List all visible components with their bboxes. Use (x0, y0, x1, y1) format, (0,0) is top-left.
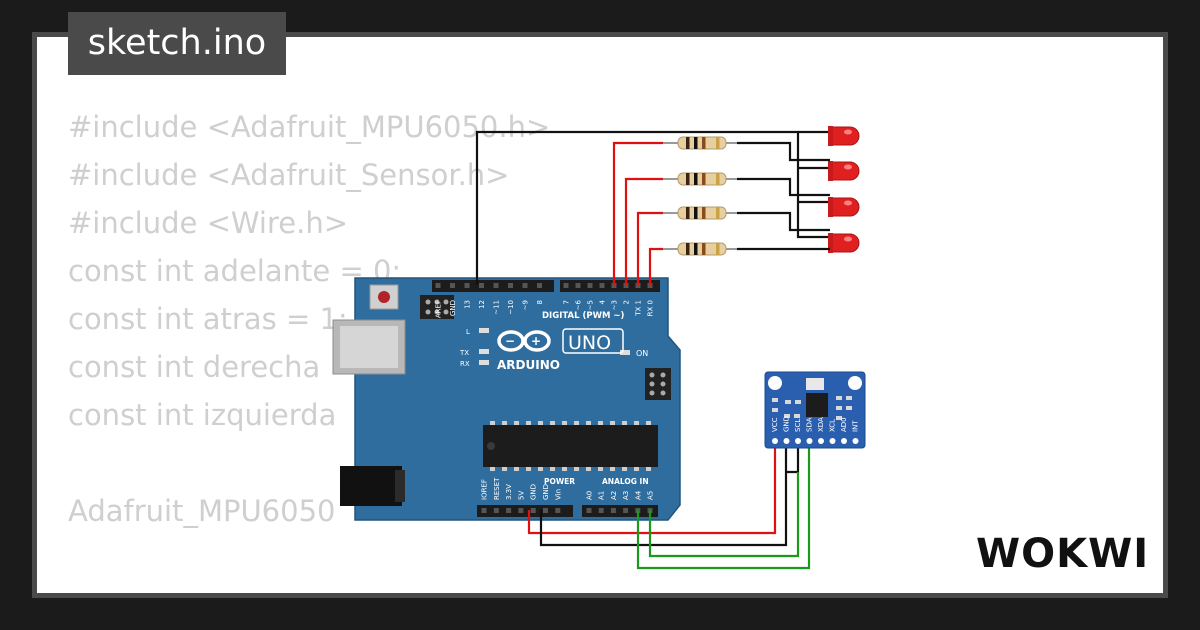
mpu-pin-label: AD0 (840, 417, 848, 432)
mpu-pin-label: XDA (817, 417, 825, 432)
digital-pin-labels: AREF GND 13 12 ~11 ~10 ~9 8 7 ~6 ~5 4 ~3 2 TX 1 RX 0 (435, 299, 655, 318)
wire-pin3 (624, 177, 663, 285)
l-label: L (466, 328, 470, 336)
icsp-header-top (420, 295, 454, 319)
digital-pin-label: ~9 (522, 300, 530, 310)
led-indicators (479, 328, 630, 365)
plus-glyph: + (531, 334, 541, 348)
power-pin-label: Vin (554, 489, 562, 500)
resistor[interactable] (663, 136, 737, 150)
digital-pin-label: ~11 (493, 300, 501, 315)
resistor-group (663, 136, 737, 256)
resistor[interactable] (663, 242, 737, 256)
led[interactable] (828, 126, 860, 146)
arduino-infinity-logo (497, 330, 551, 352)
mpu-pin-label: XCL (829, 419, 837, 432)
analog-pin-label: A4 (634, 490, 642, 500)
mpu-pin-label: INT (852, 420, 860, 432)
digital-label: DIGITAL (PWM ~) (542, 311, 624, 321)
resistor[interactable] (663, 206, 737, 220)
wire-pin2 (636, 211, 663, 285)
digital-pin-label: 2 (623, 300, 631, 304)
on-label: ON (636, 349, 648, 358)
uno-model: UNO (568, 332, 611, 354)
analog-header (582, 505, 658, 517)
file-tab[interactable]: sketch.ino (68, 12, 286, 75)
mpu-pin-label: GND (783, 416, 791, 432)
analog-pin-label: A3 (622, 491, 630, 500)
power-pin-label: 3.3V (505, 484, 513, 500)
tx-label: TX (459, 349, 469, 357)
led-group (828, 126, 860, 253)
code-line: const int derecha (68, 350, 321, 384)
power-pin-label: GND (530, 484, 538, 500)
digital-pin-label: ~5 (587, 300, 595, 310)
wokwi-logo-text: WOKWI (976, 531, 1149, 577)
digital-header-right (560, 280, 660, 292)
digital-pin-label: TX 1 (635, 300, 643, 317)
wire-pin1 (648, 247, 663, 285)
atmega-chip (483, 421, 658, 471)
analog-pin-label: A5 (647, 491, 655, 500)
minus-glyph: − (505, 334, 515, 348)
mpu-pin-label: SDA (806, 417, 814, 432)
wires (475, 130, 830, 570)
code-editor: #include <Adafruit_MPU6050.h> #include <… (68, 103, 550, 593)
wire-gnd-mpu (539, 441, 788, 547)
analog-pin-label: A1 (598, 491, 606, 500)
digital-pin-label: ~3 (611, 300, 619, 310)
resistor[interactable] (663, 172, 737, 186)
arduino-brand: ARDUINO (497, 358, 560, 372)
led[interactable] (828, 161, 860, 181)
digital-pin-label: RX 0 (647, 300, 655, 316)
power-label: POWER (544, 477, 575, 486)
led[interactable] (828, 233, 860, 253)
mpu-pin-label: VCC (771, 417, 779, 432)
rx-label: RX (460, 360, 470, 368)
digital-pin-label: 7 (563, 300, 571, 304)
icsp-header-right (645, 368, 671, 400)
reset-button[interactable] (369, 284, 399, 310)
code-line: Adafruit_MPU6050 (68, 494, 336, 528)
power-pin-label: IOREF (481, 479, 489, 500)
power-pin-label: 5V (517, 491, 525, 500)
power-pin-labels: IOREF RESET 3.3V 5V GND GND Vin A0 A1 A2 A3 A4 A5 (481, 477, 655, 500)
digital-pin-label: 13 (464, 300, 472, 309)
power-header (477, 505, 573, 517)
wire-sda (636, 441, 811, 570)
digital-pin-label: 8 (536, 300, 544, 304)
power-pin-label: RESET (493, 477, 501, 500)
analog-label: ANALOG IN (602, 477, 649, 486)
power-jack (340, 466, 402, 506)
digital-pin-holes (435, 283, 653, 288)
code-line: const int atras = 1; (68, 302, 348, 336)
digital-pin-label: 4 (599, 299, 607, 304)
digital-pin-label: ~10 (507, 300, 515, 315)
analog-pin-label: A2 (610, 491, 618, 500)
wire-scl (648, 472, 800, 558)
led[interactable] (828, 197, 860, 217)
wire-gnd-leds (475, 130, 828, 285)
power-pin-label: GND (542, 484, 550, 500)
arduino-uno-board[interactable]: AREF GND 13 12 ~11 ~10 ~9 8 7 ~6 ~5 4 ~3 2 TX 1 RX 0 DI… (332, 277, 681, 521)
code-line: #include <Adafruit_Sensor.h> (68, 158, 510, 192)
wire-5v (527, 441, 777, 535)
wire-pin4 (612, 141, 663, 285)
analog-pin-label: A0 (586, 491, 594, 500)
code-line: void (68, 583, 550, 593)
digital-pin-label: GND (449, 300, 457, 316)
digital-pin-label: 12 (478, 300, 486, 309)
wokwi-logo: WOKWI (976, 531, 1149, 577)
code-line: const int izquierda (68, 398, 337, 432)
digital-pin-label: ~6 (575, 299, 583, 310)
code-line: #include <Adafruit_MPU6050.h> (68, 110, 551, 144)
code-line: #include <Wire.h> (68, 206, 349, 240)
digital-pin-label: AREF (435, 300, 443, 318)
mpu-pin-label: SCL (794, 419, 802, 432)
